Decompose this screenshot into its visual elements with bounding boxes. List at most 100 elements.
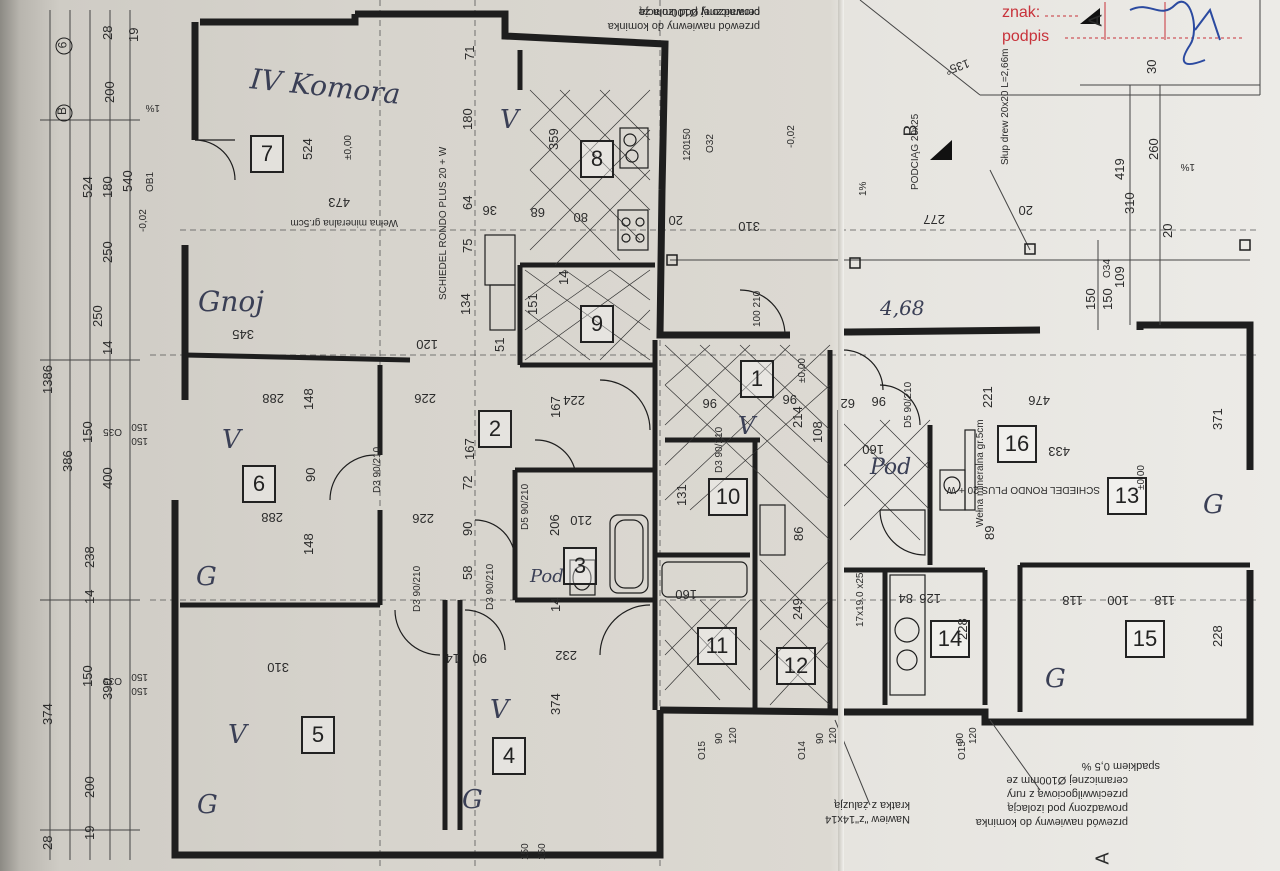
dimension-label-59: 228	[955, 618, 970, 640]
dimension-label-81: 19	[82, 825, 97, 840]
note-label-6: spadkiem 0,5 %	[1081, 760, 1160, 772]
handwritten-v-5: V	[738, 412, 756, 440]
dimension-label-85: 540	[120, 170, 135, 192]
dimension-label-75: 400	[100, 467, 115, 489]
dimension-label-13: 68	[530, 205, 545, 220]
note-label-2: przeciwwilgociową z rury	[1006, 788, 1128, 800]
callout-label-22: D3 90/210	[412, 565, 423, 612]
callout-label-43: 1%	[858, 181, 869, 196]
callout-label-2: 150	[131, 435, 148, 446]
callout-label-6: O32	[705, 134, 716, 153]
dimension-label-44: 310	[267, 660, 289, 675]
dimension-label-69: 96	[871, 394, 886, 409]
dimension-label-33: 224	[563, 393, 585, 408]
dimension-label-15: 14	[556, 270, 571, 285]
dimension-label-80: 200	[82, 776, 97, 798]
dimension-label-51: 371	[1210, 408, 1225, 430]
dimension-label-87: 250	[90, 305, 105, 327]
callout-label-19: 150	[520, 843, 531, 860]
room-number-11: 11	[697, 627, 737, 665]
handwritten-g-2: G	[197, 790, 218, 820]
dimension-label-43: 14	[548, 597, 563, 612]
handwritten-g-1: G	[196, 562, 217, 592]
callout-label-20: 150	[537, 843, 548, 860]
dimension-label-67: 96	[782, 392, 797, 407]
dimension-label-40: 226	[412, 511, 434, 526]
room-number-8: 8	[580, 140, 614, 178]
dimension-label-2: 180	[460, 108, 475, 130]
dimension-label-16: 310	[738, 219, 760, 234]
dimension-label-49: 476	[1028, 393, 1050, 408]
callout-label-7: 150	[682, 128, 693, 145]
dimension-label-26: 150	[1083, 288, 1098, 310]
dimension-label-36: 90	[460, 521, 475, 536]
callout-label-40: -0,02	[138, 209, 149, 232]
dimension-label-21: 419	[1112, 158, 1127, 180]
callout-label-38: ±0,00	[797, 358, 808, 383]
dimension-label-7: 134	[458, 293, 473, 315]
callout-label-14: 90	[815, 732, 826, 744]
dimension-label-65: 108	[810, 421, 825, 443]
room-number-4: 4	[492, 737, 526, 775]
room-number-9: 9	[580, 305, 614, 343]
callout-label-34: Wełna mineralna gr.5cm	[290, 217, 398, 228]
callout-label-27: 100 210	[752, 290, 763, 327]
dimension-label-86: 250	[100, 241, 115, 263]
callout-label-28: OB1	[145, 171, 156, 192]
dimension-label-56: 118	[1154, 593, 1175, 608]
dimension-label-6: 75	[460, 238, 475, 253]
room-number-13: 13	[1107, 477, 1147, 515]
callout-label-8: 120	[682, 144, 693, 161]
dimension-label-17: 20	[668, 213, 683, 228]
dimension-label-1: 473	[328, 195, 350, 210]
dimension-label-5: 64	[460, 195, 475, 210]
dimension-label-24: 20	[1160, 223, 1175, 238]
handwritten-v-2: V	[222, 425, 241, 455]
dimension-label-92: 14	[82, 589, 97, 604]
dimension-label-28: 288	[262, 391, 284, 406]
callout-label-9: O34	[1102, 259, 1113, 278]
callout-label-11: 90	[714, 732, 725, 744]
callout-label-32: SCHIEDEL RONDO PLUS 20 + W	[946, 484, 1100, 495]
handwritten-area: 4,68	[880, 296, 925, 320]
dimension-label-88: 200	[102, 81, 117, 103]
dimension-label-12: 80	[573, 210, 588, 225]
dimension-label-74: 150	[80, 421, 95, 443]
signature	[1129, 0, 1221, 65]
dimension-label-83: 524	[80, 176, 95, 198]
handwritten-g-5: G	[1045, 664, 1066, 694]
dimension-label-55: 100	[1107, 593, 1129, 608]
callout-label-3: O35	[103, 675, 122, 686]
handwritten-v-1: V	[500, 105, 519, 135]
stamp-podpis: podpis	[1002, 28, 1050, 45]
dimension-label-61: 249	[790, 598, 805, 620]
handwritten-v-3: V	[228, 720, 247, 750]
callout-label-21: D3 90/210	[372, 446, 383, 493]
section-a-top: A	[1085, 14, 1106, 27]
dimension-label-22: 260	[1146, 138, 1161, 160]
dimension-label-66: 96	[702, 396, 717, 411]
note-label-0: przewód nawiewny do kominka	[607, 20, 760, 32]
note-label-9: kratka z żaluzją	[834, 799, 910, 811]
dimension-label-3: 71	[462, 45, 477, 60]
stamp-lines	[1045, 2, 1245, 40]
dimension-label-34: 90	[303, 467, 318, 482]
dimension-label-30: 226	[414, 391, 436, 406]
room-number-15: 15	[1125, 620, 1165, 658]
room-number-1: 1	[740, 360, 774, 398]
dimension-label-38: 288	[261, 510, 283, 525]
axis-mark-6: 6	[55, 41, 70, 49]
dimension-label-0: 524	[300, 138, 315, 160]
dimension-label-71: 89	[982, 525, 997, 540]
dimension-label-27: 150	[1100, 288, 1115, 310]
handwritten-g-4: G	[1203, 490, 1224, 520]
dimension-label-57: 228	[1210, 625, 1225, 647]
dimension-label-19: 20	[1018, 203, 1033, 218]
callout-label-25: D3 90/210	[714, 426, 725, 473]
dimension-label-46: 374	[548, 693, 563, 715]
callout-label-37: ±0,00	[1136, 465, 1147, 490]
note-label-8: Nawiew "z"14x14	[825, 813, 910, 825]
dimension-label-29: 148	[301, 388, 316, 410]
dimension-label-39: 148	[301, 533, 316, 555]
